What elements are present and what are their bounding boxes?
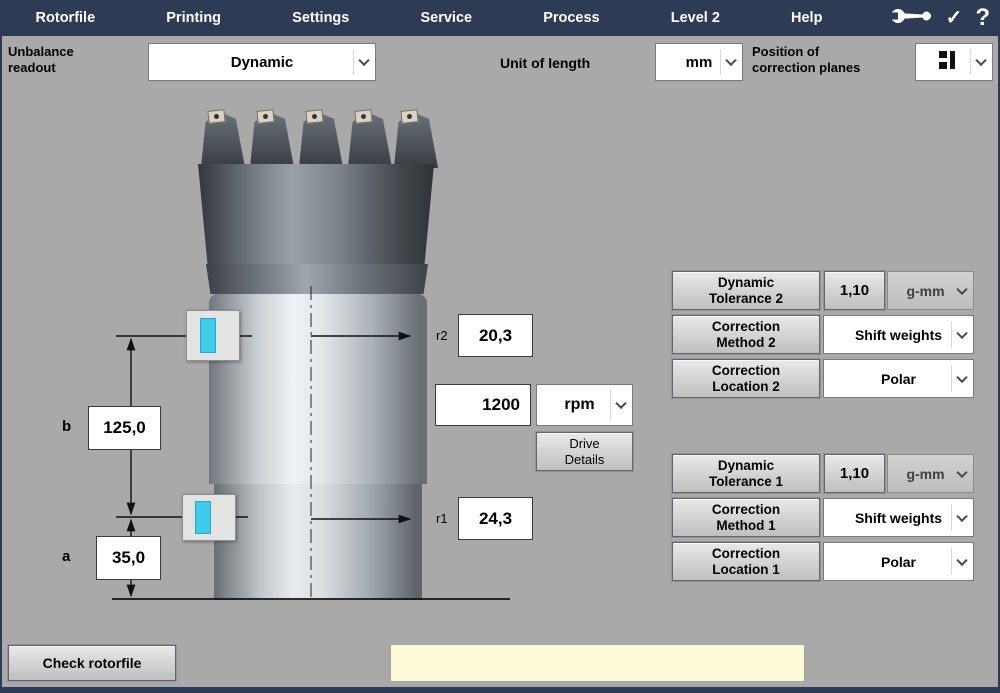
speed-field[interactable]: 1200 xyxy=(435,384,531,426)
correction-method-2-value: Shift weights xyxy=(854,326,943,343)
tolerance-1-unit-dropdown[interactable]: g-mm xyxy=(887,454,974,493)
tolerance-1-value-field[interactable]: 1,10 xyxy=(824,454,885,493)
menu-service[interactable]: Service xyxy=(420,10,473,26)
radius-r2-field[interactable]: 20,3 xyxy=(458,314,533,357)
dropdown-separator xyxy=(951,365,952,392)
chevron-down-icon xyxy=(725,54,737,67)
correction-plane-1-weight xyxy=(195,501,211,534)
dimension-b-field[interactable]: 125,0 xyxy=(88,406,161,450)
menu-printing[interactable]: Printing xyxy=(166,10,222,26)
unit-of-length-label: Unit of length xyxy=(500,55,591,71)
check-rotorfile-button[interactable]: Check rotorfile xyxy=(8,645,176,681)
chevron-down-icon xyxy=(956,327,968,339)
status-message-field xyxy=(390,644,805,682)
chevron-down-icon xyxy=(975,54,987,67)
help-icon[interactable]: ? xyxy=(975,4,990,31)
chevron-down-icon xyxy=(956,371,968,383)
window-border-right xyxy=(998,0,1000,693)
rotor-shank-lower xyxy=(214,484,422,600)
cutter-insert xyxy=(354,109,373,124)
menu-settings[interactable]: Settings xyxy=(292,10,350,26)
correction-method-2-button[interactable]: Correction Method 2 xyxy=(672,315,820,354)
correction-location-2-button[interactable]: Correction Location 2 xyxy=(672,359,820,398)
dropdown-separator xyxy=(951,548,952,575)
menu-bar: Rotorfile Printing Settings Service Proc… xyxy=(0,0,1000,36)
correction-method-1-button[interactable]: Correction Method 1 xyxy=(672,498,820,537)
dropdown-separator xyxy=(951,504,952,531)
cutter-insert xyxy=(207,109,226,124)
chevron-down-icon xyxy=(956,510,968,522)
radius-r1-field[interactable]: 24,3 xyxy=(458,497,533,540)
cutter-insert xyxy=(400,109,419,124)
tolerance-1-unit-value: g-mm xyxy=(906,465,945,482)
dynamic-tolerance-1-button[interactable]: Dynamic Tolerance 1 xyxy=(672,454,820,493)
dropdown-separator xyxy=(610,390,611,420)
chevron-down-icon xyxy=(956,283,968,295)
menu-items: Rotorfile Printing Settings Service Proc… xyxy=(0,0,858,36)
menu-rotorfile[interactable]: Rotorfile xyxy=(35,10,96,26)
correction-method-1-dropdown[interactable]: Shift weights xyxy=(823,498,974,537)
wrench-icon[interactable] xyxy=(888,5,933,32)
dropdown-separator xyxy=(353,49,354,75)
rotor-shank-upper xyxy=(209,294,427,484)
cutter-insert xyxy=(256,109,275,124)
tolerance-2-value-field[interactable]: 1,10 xyxy=(824,271,885,310)
unbalance-readout-value: Dynamic xyxy=(230,53,294,71)
unbalance-readout-dropdown[interactable]: Dynamic xyxy=(148,43,376,81)
dropdown-separator xyxy=(951,321,952,348)
correction-location-2-value: Polar xyxy=(880,370,916,387)
dimension-a-label: a xyxy=(62,548,71,565)
dropdown-separator xyxy=(970,49,971,75)
dropdown-separator xyxy=(720,49,721,75)
check-icon[interactable]: ✓ xyxy=(945,7,963,29)
speed-unit-dropdown[interactable]: rpm xyxy=(536,384,633,426)
cutter-insert xyxy=(305,109,324,124)
chevron-down-icon xyxy=(615,397,627,410)
drive-details-button[interactable]: Drive Details xyxy=(536,432,633,471)
correction-location-2-dropdown[interactable]: Polar xyxy=(823,359,974,398)
dimension-a-field[interactable]: 35,0 xyxy=(96,536,161,580)
correction-location-1-dropdown[interactable]: Polar xyxy=(823,542,974,581)
correction-location-1-button[interactable]: Correction Location 1 xyxy=(672,542,820,581)
speed-unit-value: rpm xyxy=(564,396,595,413)
window-border-left xyxy=(0,0,2,693)
rotor-neck xyxy=(206,264,428,294)
menu-process[interactable]: Process xyxy=(543,10,600,26)
correction-method-2-dropdown[interactable]: Shift weights xyxy=(823,315,974,354)
radius-r1-label: r1 xyxy=(436,511,448,526)
menu-icon-group: ✓ ? xyxy=(888,0,990,36)
chevron-down-icon xyxy=(358,54,370,67)
correction-location-1-value: Polar xyxy=(880,553,916,570)
unbalance-readout-label: Unbalance readout xyxy=(8,44,74,75)
radius-r2-label: r2 xyxy=(436,328,448,343)
chevron-down-icon xyxy=(956,466,968,478)
correction-planes-position-dropdown[interactable] xyxy=(915,43,993,81)
menu-help[interactable]: Help xyxy=(791,10,823,26)
window-border-bottom xyxy=(0,687,1000,693)
plane-position-icon xyxy=(935,47,961,77)
tolerance-2-unit-value: g-mm xyxy=(906,282,945,299)
correction-method-1-value: Shift weights xyxy=(854,509,943,526)
dimension-b-label: b xyxy=(62,418,72,435)
menu-level2[interactable]: Level 2 xyxy=(670,10,720,26)
unit-of-length-dropdown[interactable]: mm xyxy=(655,43,743,81)
unit-of-length-value: mm xyxy=(685,53,713,71)
correction-plane-2-weight xyxy=(200,318,216,353)
correction-planes-label: Position of correction planes xyxy=(752,44,861,75)
tolerance-2-unit-dropdown[interactable]: g-mm xyxy=(887,271,974,310)
dynamic-tolerance-2-button[interactable]: Dynamic Tolerance 2 xyxy=(672,271,820,310)
cutter-head xyxy=(198,164,434,264)
chevron-down-icon xyxy=(956,554,968,566)
